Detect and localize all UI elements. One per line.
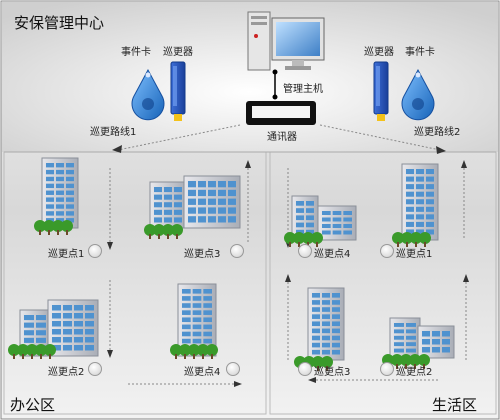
patrol-device-label-right: 巡更器 [364, 47, 394, 58]
building-icon [389, 317, 421, 359]
route-2-label: 巡更路线2 [414, 127, 461, 138]
communicator-label: 通讯器 [267, 132, 297, 143]
living-point-4-marker [298, 244, 312, 258]
building-icon [417, 325, 455, 359]
server-tower-icon [247, 11, 271, 71]
tree-icon [144, 224, 183, 239]
buildings-layer [8, 157, 455, 371]
route-lines [109, 124, 467, 385]
building-icon [401, 163, 439, 241]
communicator-icon [246, 101, 316, 125]
building-icon [307, 287, 345, 361]
living-point-3-marker [298, 362, 312, 376]
monitor-icon [271, 17, 325, 70]
building-icon [317, 205, 357, 241]
office-point-2-marker [88, 362, 102, 376]
event-card-label-right: 事件卡 [405, 47, 435, 58]
host-label: 管理主机 [283, 84, 323, 95]
living-point-1-label: 巡更点1 [396, 249, 433, 260]
patrol-device-icon [170, 61, 186, 121]
living-point-1-marker [380, 244, 394, 258]
tree-icon [8, 344, 56, 359]
event-card-icon [131, 68, 165, 121]
office-zone-label: 办公区 [10, 396, 56, 414]
building-icon [177, 283, 217, 357]
event-card-icon [401, 68, 435, 121]
building-icon [41, 157, 79, 229]
living-point-3-label: 巡更点3 [314, 367, 351, 378]
building-icon [183, 175, 241, 229]
office-point-3-label: 巡更点3 [184, 249, 221, 260]
office-point-1-marker [88, 244, 102, 258]
route-arrows [107, 145, 469, 387]
page-title: 安保管理中心 [14, 14, 105, 32]
living-zone-label: 生活区 [432, 396, 478, 414]
living-point-4-label: 巡更点4 [314, 249, 351, 260]
patrol-device-label-left: 巡更器 [163, 47, 193, 58]
tree-icon [34, 220, 73, 235]
event-card-label-left: 事件卡 [121, 47, 151, 58]
office-point-1-label: 巡更点1 [48, 249, 85, 260]
office-point-4-label: 巡更点4 [184, 367, 221, 378]
tree-icon [170, 344, 218, 359]
building-icon [149, 181, 187, 229]
route-1-label: 巡更路线1 [90, 127, 137, 138]
tree-icon [382, 354, 430, 369]
building-icon [47, 299, 99, 357]
tree-icon [284, 232, 323, 247]
living-point-2-marker [380, 362, 394, 376]
tree-icon [392, 232, 431, 247]
living-point-2-label: 巡更点2 [396, 367, 433, 378]
office-point-2-label: 巡更点2 [48, 367, 85, 378]
patrol-device-icon [373, 61, 389, 121]
office-point-4-marker [226, 362, 240, 376]
office-point-3-marker [230, 244, 244, 258]
